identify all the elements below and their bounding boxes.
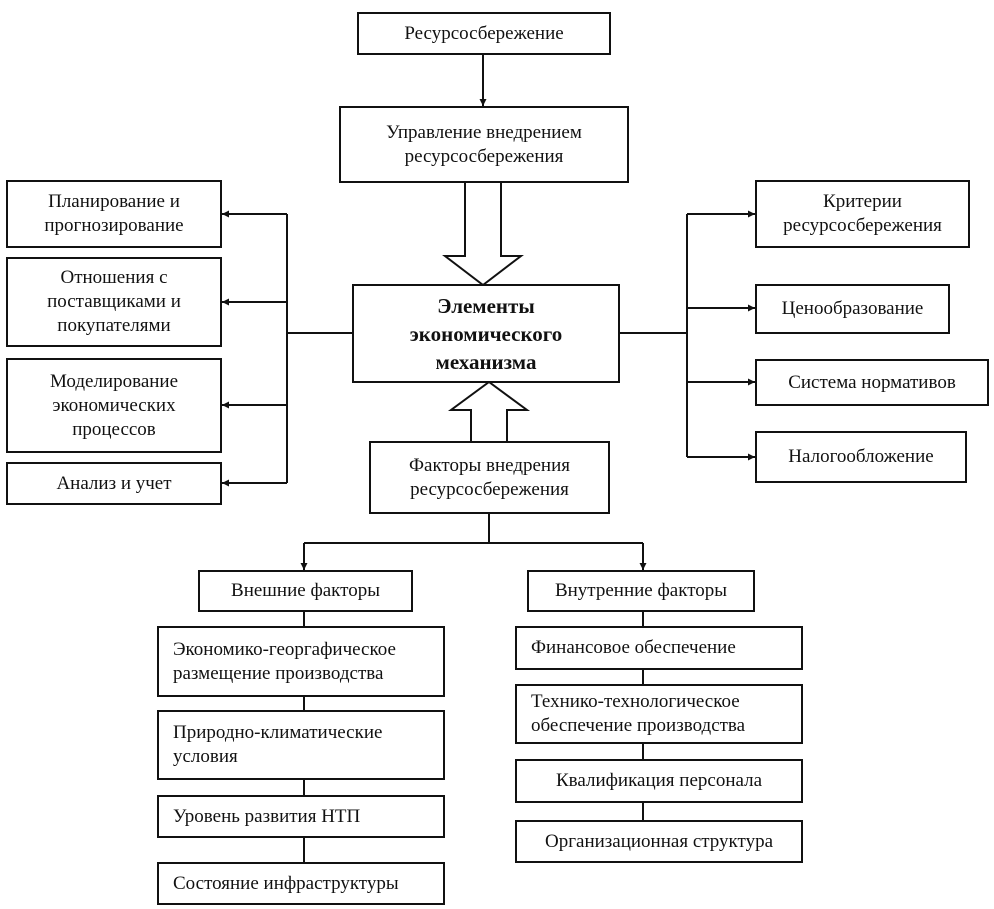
external-infrastructure-box: Состояние инфраструктуры xyxy=(157,862,445,905)
management-line-1: Управление внедрением xyxy=(386,121,582,143)
internal-finance-box: Финансовое обеспечение xyxy=(515,626,803,670)
implementation-factors-line-1: Факторы внедрения xyxy=(409,454,570,476)
analysis-box: Анализ и учет xyxy=(6,462,222,505)
external-climate-box: Природно-климатические условия xyxy=(157,710,445,780)
criteria-box: Критерии ресурсосбережения xyxy=(755,180,970,248)
external-ntp-line-1: Уровень развития НТП xyxy=(173,805,361,827)
external-factors-header: Внешние факторы xyxy=(198,570,413,612)
block-arrow-up xyxy=(447,380,531,444)
resource-saving-box: Ресурсосбережение xyxy=(357,12,611,55)
pricing-line-1: Ценообразование xyxy=(781,298,924,319)
supplier-relations-line-2: поставщиками и xyxy=(47,291,181,312)
external-geo-line-2: размещение производства xyxy=(173,662,384,684)
internal-factors-header: Внутренние факторы xyxy=(527,570,755,612)
modeling-line-3: процессов xyxy=(72,418,156,440)
external-climate-line-2: условия xyxy=(173,746,238,767)
internal-structure-box: Организационная структура xyxy=(515,820,803,863)
criteria-line-2: ресурсосбережения xyxy=(783,215,942,236)
planning-box: Планирование и прогнозирование xyxy=(6,180,222,248)
supplier-relations-line-1: Отношения с xyxy=(60,267,168,288)
internal-factors-label: Внутренние факторы xyxy=(554,580,728,601)
economic-mechanism-line-1: Элементы xyxy=(437,293,535,318)
criteria-line-1: Критерии xyxy=(823,191,902,212)
implementation-factors-box: Факторы внедрения ресурсосбережения xyxy=(369,441,610,514)
taxation-line-1: Налогообложение xyxy=(788,446,934,467)
external-geo-box: Экономико-георгафическое размещение прои… xyxy=(157,626,445,697)
modeling-line-2: экономических xyxy=(52,394,176,416)
resource-saving-line-1: Ресурсосбережение xyxy=(404,22,564,44)
taxation-box: Налогообложение xyxy=(755,431,967,483)
economic-mechanism-box: Элементы экономического механизма xyxy=(352,284,620,383)
supplier-relations-box: Отношения с поставщиками и покупателями xyxy=(6,257,222,347)
supplier-relations-line-3: покупателями xyxy=(57,315,171,336)
pricing-box: Ценообразование xyxy=(755,284,950,334)
analysis-line-1: Анализ и учет xyxy=(56,472,172,494)
external-climate-line-1: Природно-климатические xyxy=(173,722,383,743)
internal-finance-line-1: Финансовое обеспечение xyxy=(531,637,736,658)
economic-mechanism-line-2: экономического xyxy=(409,321,563,346)
internal-qualification-box: Квалификация персонала xyxy=(515,759,803,803)
implementation-factors-line-2: ресурсосбережения xyxy=(410,478,569,500)
internal-technology-line-2: обеспечение производства xyxy=(531,715,746,736)
norms-line-1: Система нормативов xyxy=(788,371,956,393)
internal-technology-box: Технико-технологическое обеспечение прои… xyxy=(515,684,803,744)
external-ntp-box: Уровень развития НТП xyxy=(157,795,445,838)
economic-mechanism-line-3: механизма xyxy=(435,349,537,374)
external-factors-label: Внешние факторы xyxy=(231,580,380,601)
internal-structure-line-1: Организационная структура xyxy=(545,830,773,852)
management-box: Управление внедрением ресурсосбережения xyxy=(339,106,629,183)
planning-line-1: Планирование и xyxy=(48,191,180,212)
norms-box: Система нормативов xyxy=(755,359,989,406)
management-line-2: ресурсосбережения xyxy=(404,145,564,167)
planning-line-2: прогнозирование xyxy=(44,215,184,236)
external-infrastructure-line-1: Состояние инфраструктуры xyxy=(173,872,399,894)
modeling-box: Моделирование экономических процессов xyxy=(6,358,222,453)
internal-technology-line-1: Технико-технологическое xyxy=(531,691,740,712)
external-geo-line-1: Экономико-георгафическое xyxy=(173,638,396,660)
modeling-line-1: Моделирование xyxy=(49,370,179,392)
block-arrow-down xyxy=(442,181,524,287)
internal-qualification-line-1: Квалификация персонала xyxy=(555,770,763,791)
